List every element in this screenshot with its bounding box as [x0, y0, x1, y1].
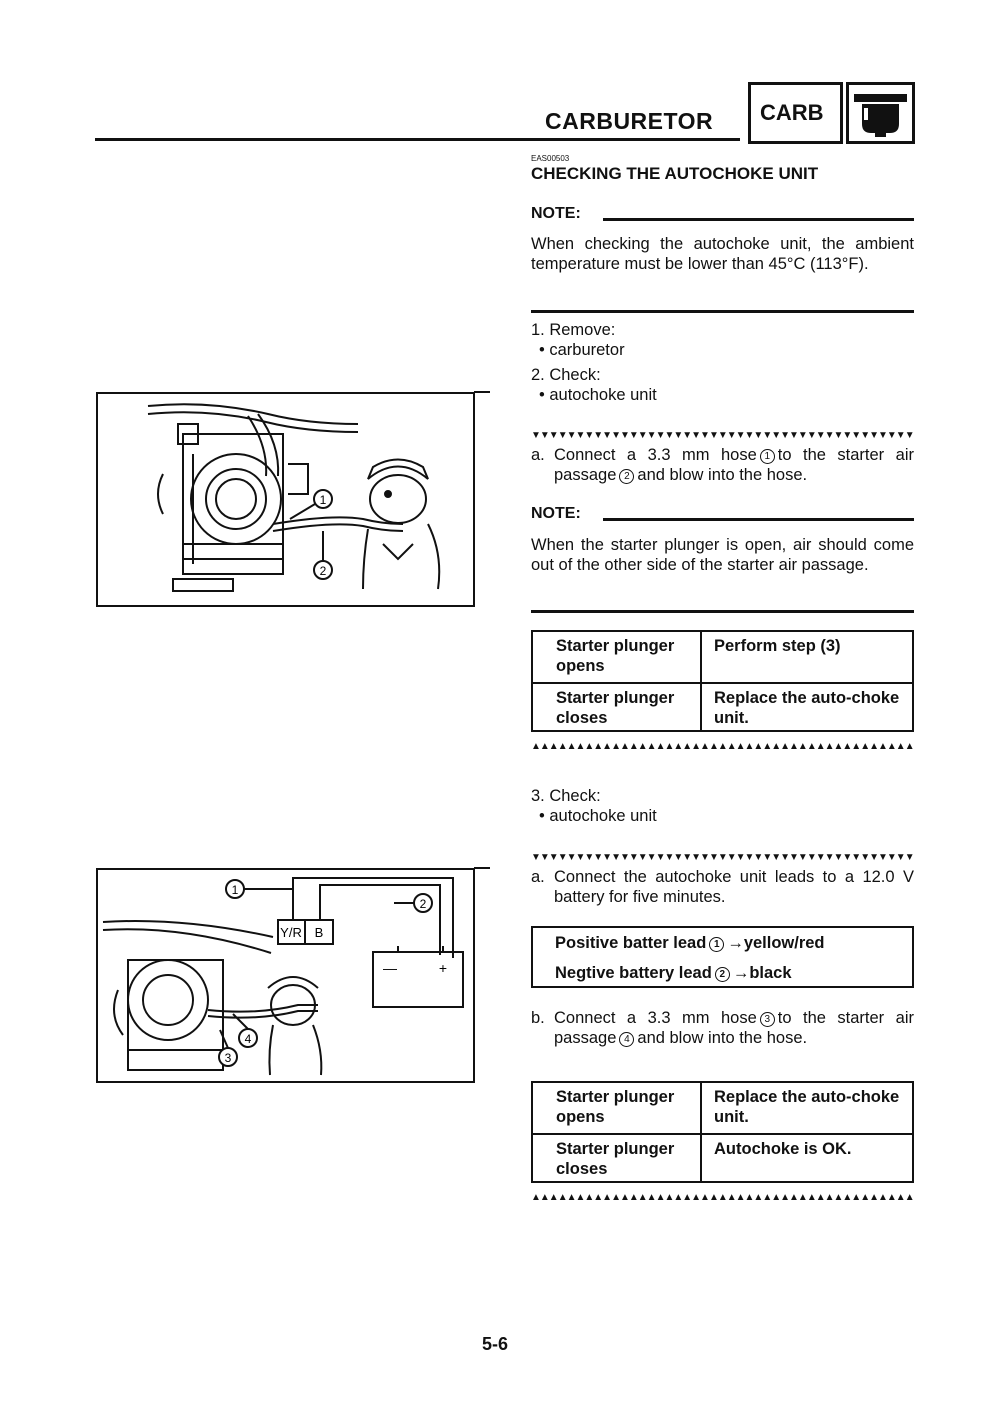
figure-callout: 3: [225, 1051, 232, 1065]
connector-label: Y/R: [280, 925, 302, 940]
note-end-rule: [531, 610, 914, 613]
figure-callout: 1: [320, 493, 327, 507]
note-text: When checking the autochoke unit, the am…: [531, 235, 914, 273]
step-check-item: • autochoke unit: [539, 386, 657, 404]
table-cell: Autochoke is OK.: [700, 1133, 914, 1183]
arrow-right-icon: →: [732, 964, 750, 982]
substep-label: a.: [531, 446, 545, 464]
callout-marker: 1: [759, 449, 775, 464]
table-cell: Starter plunger opens: [531, 630, 702, 684]
table-cell: Starter plunger opens: [531, 1081, 702, 1135]
figure-battery-test: Y/R B — + 1 2 3 4: [96, 868, 475, 1083]
table-row: Starter plunger closes Autochoke is OK.: [531, 1133, 914, 1183]
step-remove: 1. Remove:: [531, 321, 616, 339]
callout-marker: 4: [619, 1032, 635, 1047]
carburetor-icon: [854, 94, 907, 137]
substep-text: Connect the autochoke unit leads to a 12…: [554, 868, 914, 906]
table-cell: Replace the auto-choke unit.: [700, 1081, 914, 1135]
result-table: Starter plunger opens Perform step (3) S…: [531, 630, 914, 732]
table-row: Starter plunger closes Replace the auto-…: [531, 682, 914, 732]
table-cell: Starter plunger closes: [531, 1133, 702, 1183]
page-number: 5-6: [482, 1334, 509, 1354]
result-table: Starter plunger opens Replace the auto-c…: [531, 1081, 914, 1183]
figure-callout: 1: [232, 883, 239, 897]
carburetor-battery-illustration: Y/R B — + 1 2 3 4: [102, 877, 464, 1076]
section-title: CHECKING THE AUTOCHOKE UNIT: [531, 164, 819, 183]
battery-terminal-label: —: [383, 960, 397, 976]
substep-text-part: and blow into the hose.: [637, 1029, 808, 1047]
table-row: Starter plunger opens Perform step (3): [531, 630, 914, 684]
figure-callout: 4: [245, 1032, 252, 1046]
substep-text-part: Connect a 3.3 mm hose: [554, 1009, 757, 1027]
figure-tab: [474, 391, 490, 393]
table-cell: Replace the auto-choke unit.: [700, 682, 914, 732]
procedure-end-marks: ▲▲▲▲▲▲▲▲▲▲▲▲▲▲▲▲▲▲▲▲▲▲▲▲▲▲▲▲▲▲▲▲▲▲▲▲▲▲▲▲…: [531, 1192, 914, 1203]
lead-text: Negtive battery lead: [555, 964, 712, 982]
step-check: 2. Check:: [531, 366, 601, 384]
note-label: NOTE:: [531, 205, 581, 222]
figure-tab: [474, 867, 490, 869]
table-cell: Perform step (3): [700, 630, 914, 684]
note-rule: [603, 518, 914, 521]
battery-terminal-label: +: [439, 960, 447, 976]
lead-value: black: [749, 964, 792, 982]
callout-marker: 2: [619, 469, 635, 484]
substep-text-part: to the starter air passage: [554, 446, 914, 484]
section-badge-label: CARB: [760, 100, 824, 125]
header-rule: [95, 138, 740, 141]
substep-label: b.: [531, 1009, 545, 1027]
page-title: CARBURETOR: [545, 108, 714, 134]
figure-callout: 2: [320, 564, 327, 578]
section-code: EAS00503: [531, 154, 570, 163]
figure-hose-test: 1 2: [96, 392, 475, 607]
procedure-start-marks: ▼▼▼▼▼▼▼▼▼▼▼▼▼▼▼▼▼▼▼▼▼▼▼▼▼▼▼▼▼▼▼▼▼▼▼▼▼▼▼▼…: [531, 852, 914, 863]
step-check-item: • autochoke unit: [539, 807, 657, 825]
substep-a-battery: a. Connect the autochoke unit leads to a…: [531, 867, 914, 909]
carburetor-hose-illustration: 1 2: [147, 403, 441, 592]
carburetor-icon-box: [846, 82, 915, 144]
step-check: 3. Check:: [531, 787, 601, 805]
table-row: Starter plunger opens Replace the auto-c…: [531, 1081, 914, 1135]
note-rule: [603, 218, 914, 221]
lead-value: yellow/red: [743, 934, 825, 952]
note-end-rule: [531, 310, 914, 313]
step-remove-item: • carburetor: [539, 341, 625, 359]
callout-marker: 1: [709, 937, 725, 952]
note-label: NOTE:: [531, 505, 581, 522]
lead-text: Positive batter lead: [555, 934, 707, 952]
substep-text-part: to the starter air passage: [554, 1009, 914, 1047]
substep-text-part: Connect a 3.3 mm hose: [554, 446, 757, 464]
substep-label: a.: [531, 868, 545, 886]
arrow-right-icon: →: [727, 934, 744, 952]
note-text: When the starter plunger is open, air sh…: [531, 536, 914, 574]
callout-marker: 2: [714, 967, 730, 982]
section-badge: [748, 82, 843, 144]
callout-marker: 3: [759, 1012, 775, 1027]
procedure-start-marks: ▼▼▼▼▼▼▼▼▼▼▼▼▼▼▼▼▼▼▼▼▼▼▼▼▼▼▼▼▼▼▼▼▼▼▼▼▼▼▼▼…: [531, 430, 914, 441]
figure-callout: 2: [420, 897, 427, 911]
procedure-end-marks: ▲▲▲▲▲▲▲▲▲▲▲▲▲▲▲▲▲▲▲▲▲▲▲▲▲▲▲▲▲▲▲▲▲▲▲▲▲▲▲▲…: [531, 741, 914, 752]
connector-label: B: [315, 925, 324, 940]
table-cell: Starter plunger closes: [531, 682, 702, 732]
substep-text-part: and blow into the hose.: [637, 466, 808, 484]
